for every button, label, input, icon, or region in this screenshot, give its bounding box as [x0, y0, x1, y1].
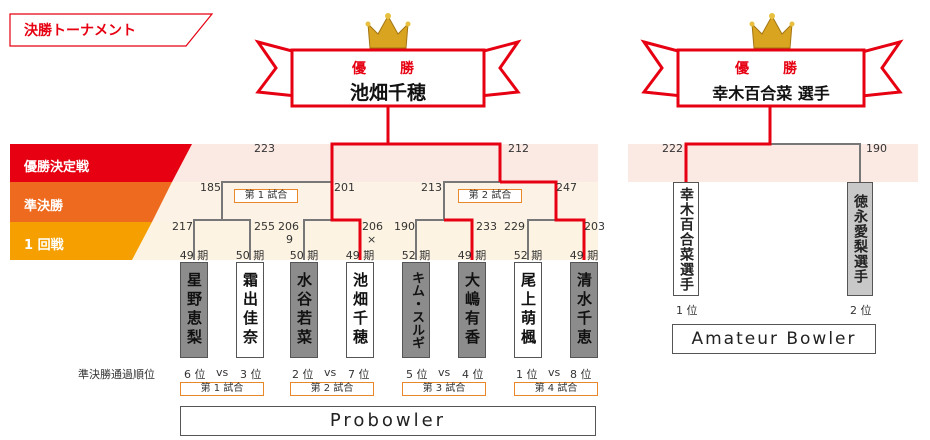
semi-score: 247: [556, 181, 577, 194]
header-tag-frame: [9, 13, 214, 47]
generation: 52 期: [401, 249, 431, 262]
first-score: 217: [172, 220, 193, 233]
rank-vs: vs: [216, 366, 229, 379]
semi-score: 213: [421, 181, 442, 194]
pro-champion-banner: [254, 39, 522, 108]
first-score: 203: [584, 220, 605, 233]
first-match-label: 第 2 試合: [290, 382, 374, 396]
semi-right-line: [443, 181, 500, 220]
rank-vs: vs: [548, 366, 561, 379]
section-title: 決勝トーナメント: [24, 23, 136, 39]
division-label-pro: Probowler: [180, 406, 596, 436]
semi-left-line: [221, 181, 332, 220]
generation: 52 期: [513, 249, 543, 262]
round-label-first: 1 回戦: [24, 238, 64, 253]
division-label-amateur: Amateur Bowler: [672, 324, 876, 354]
amateur-row-band: [628, 144, 918, 182]
rank-b: 4 位: [462, 368, 484, 381]
semi-score: 185: [200, 181, 221, 194]
pro-champion-name: 池畑千穂: [349, 82, 426, 104]
final-score-right: 212: [508, 142, 529, 155]
first-score: 206: [362, 220, 383, 233]
win-path-ikehata: [330, 182, 362, 260]
player-card: 星野恵梨: [180, 262, 208, 358]
first-match-label: 第 4 試合: [514, 382, 598, 396]
first-score: 190: [394, 220, 415, 233]
player-card: 水谷若菜: [290, 262, 318, 358]
player-card: 池畑千穂: [346, 262, 374, 358]
rank-b: 3 位: [240, 368, 262, 381]
first-score: 206: [278, 220, 299, 233]
player-card: キム・スルギ: [402, 262, 430, 358]
final-score-left: 223: [254, 142, 275, 155]
generation: 50 期: [235, 249, 265, 262]
player-card: 霜出佳奈: [236, 262, 264, 358]
semi-to-final-right: [388, 142, 502, 182]
final-row-tab: [10, 144, 192, 182]
crown-icon: [365, 13, 411, 49]
amateur-player-card: 徳永愛梨選手: [847, 182, 873, 296]
ranking-label: 準決勝通過順位: [78, 368, 155, 381]
semi-match-label: 第 2 試合: [458, 189, 522, 203]
rank-vs: vs: [324, 366, 337, 379]
amateur-score-right: 190: [866, 142, 887, 155]
rank-vs: vs: [438, 366, 451, 379]
first-match-label: 第 1 試合: [180, 382, 264, 396]
win-path-shimizu: [500, 180, 586, 260]
player-card: 大嶋有香: [458, 262, 486, 358]
first-match-label: 第 3 試合: [402, 382, 486, 396]
semi-row-tab: [10, 182, 172, 222]
rank-a: 5 位: [406, 368, 428, 381]
generation: 50 期: [289, 249, 319, 262]
semi-match-label: 第 1 試合: [234, 189, 298, 203]
amateur-champion-name: 幸木百合菜 選手: [712, 84, 830, 103]
pro-champion-label: 優 勝: [352, 61, 424, 77]
win-path-final: [330, 104, 390, 182]
generation: 49 期: [345, 249, 375, 262]
win-path-oshima: [444, 218, 474, 260]
generation: 49 期: [179, 249, 209, 262]
amateur-score-left: 222: [662, 142, 683, 155]
player-card: 清水千恵: [570, 262, 598, 358]
first-score: 229: [504, 220, 525, 233]
first-score: 233: [476, 220, 497, 233]
amateur-champion-label: 優 勝: [735, 61, 807, 77]
rank-b: 8 位: [570, 368, 592, 381]
first-score-tiebreak: 9: [286, 233, 293, 246]
rank-a: 6 位: [184, 368, 206, 381]
round-label-semi: 準決勝: [24, 199, 64, 214]
amateur-win-path: [684, 104, 772, 182]
rank-a: 2 位: [292, 368, 314, 381]
first-row-tab: [10, 222, 152, 260]
amateur-rank: 1 位: [676, 304, 698, 317]
rank-b: 7 位: [348, 368, 370, 381]
amateur-player-card: 幸木百合菜選手: [673, 182, 699, 296]
generation: 49 期: [569, 249, 599, 262]
semi-score: 201: [334, 181, 355, 194]
amateur-rank: 2 位: [850, 304, 872, 317]
rank-a: 1 位: [516, 368, 538, 381]
amateur-champion-banner: [640, 39, 904, 108]
round-label-final: 優勝決定戦: [24, 160, 90, 175]
generation: 49 期: [457, 249, 487, 262]
amateur-right-line: [770, 143, 861, 182]
first-score-tiebreak: ×: [367, 233, 377, 246]
crown-icon-amateur: [749, 13, 795, 49]
first-score: 255: [254, 220, 275, 233]
player-card: 尾上萌楓: [514, 262, 542, 358]
